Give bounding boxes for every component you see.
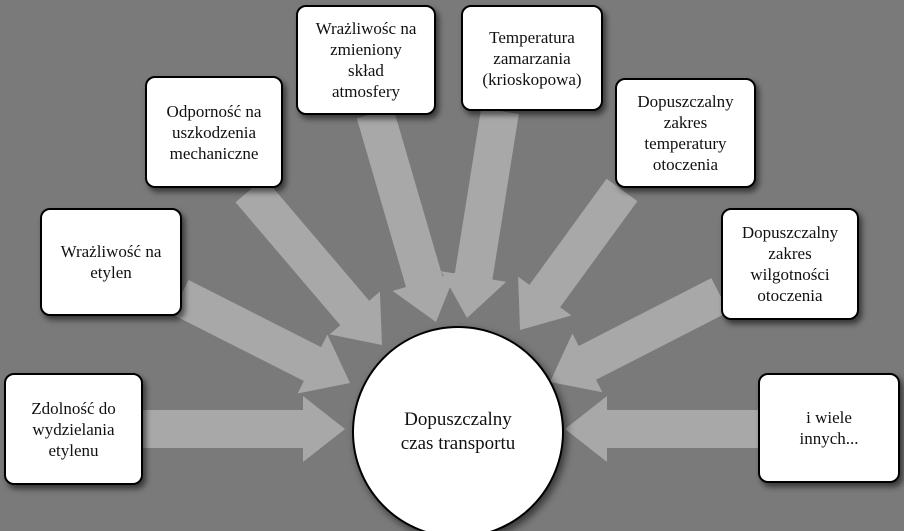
node-ethylene-sensitivity: Wrażliwość na etylen	[40, 208, 182, 316]
node-freezing-temperature: Temperatura zamarzania (krioskopowa)	[461, 5, 603, 111]
arrow-n5-to-center	[441, 108, 519, 318]
node-temperature-range: Dopuszczalny zakres temperatury otoczeni…	[615, 78, 756, 188]
arrow-n2-to-center	[171, 280, 350, 394]
node-mechanical-damage-resistance: Odporność na uszkodzenia mechaniczne	[145, 76, 283, 188]
node-humidity-range: Dopuszczalny zakres wilgotności otoczeni…	[721, 208, 859, 320]
central-node-transport-time: Dopuszczalny czas transportu	[352, 326, 564, 531]
arrow-n1-to-center	[143, 396, 345, 462]
arrow-n8-to-center	[565, 396, 758, 462]
arrow-n6-to-center	[518, 178, 638, 330]
arrow-n3-to-center	[235, 177, 382, 345]
arrow-n4-to-center	[356, 107, 456, 322]
node-many-others: i wiele innych...	[758, 373, 900, 483]
arrow-n7-to-center	[550, 278, 729, 393]
node-ethylene-production: Zdolność do wydzielania etylenu	[4, 373, 143, 485]
node-atmosphere-sensitivity: Wrażliwośc na zmieniony skład atmosfery	[296, 5, 436, 115]
